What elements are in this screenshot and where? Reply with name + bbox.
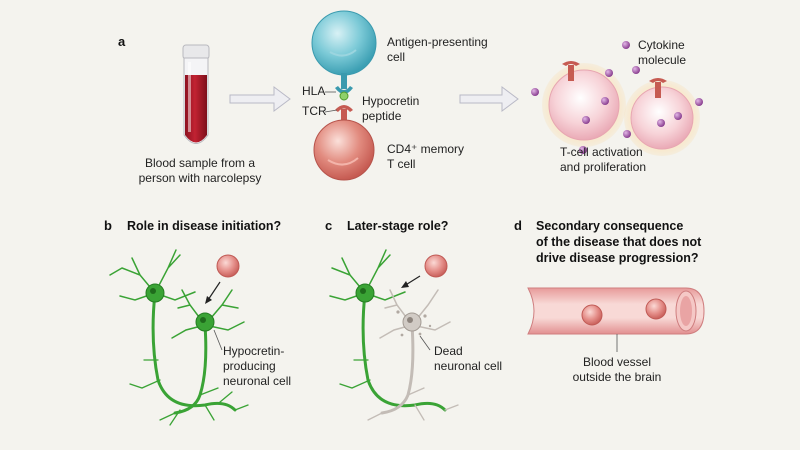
vessel-t-cell-2 [645, 298, 667, 320]
b-neuron-label-line-3: neuronal cell [223, 374, 292, 388]
activation-label: T-cell activation and proliferation [560, 145, 646, 175]
activated-t-cell-2 [624, 78, 700, 156]
t-cell-panel-c [424, 254, 448, 278]
cell-debris [396, 310, 432, 337]
neuron-leader-c [419, 335, 431, 351]
peptide-label-line-1: Hypocretin [362, 94, 420, 108]
blood-sample-caption: Blood sample from a person with narcolep… [120, 156, 280, 186]
antigen-presenting-cell [311, 10, 377, 94]
panel-a-letter: a [118, 34, 126, 49]
panel-b-letter: b [104, 218, 112, 233]
neuron-network-c [329, 249, 459, 421]
c-neuron-label-line-2: neuronal cell [434, 359, 503, 373]
blood-sample-tube [182, 44, 210, 144]
neuron-leader-b [213, 329, 223, 351]
panel-b-title: Role in disease initiation? [127, 219, 282, 233]
panel-c-neuron-label: Dead neuronal cell [434, 344, 502, 374]
process-arrow-2 [459, 86, 519, 112]
blood-vessel [527, 287, 705, 335]
blood-caption-line-1: Blood sample from a [144, 156, 256, 170]
vessel-t-cell-1 [581, 304, 603, 326]
live-neuron-network [109, 249, 249, 426]
b-neuron-label-line-1: Hypocretin- [223, 344, 285, 358]
d-title-line-2: of the disease that does not [536, 235, 702, 249]
apc-label-line-2: cell [387, 50, 406, 64]
activation-label-line-2: and proliferation [560, 160, 647, 174]
arrow-panel-b [207, 281, 221, 301]
tcr-leader [324, 109, 338, 113]
tcell-label-line-2: T cell [387, 157, 416, 171]
panel-d-letter: d [514, 218, 522, 233]
tcell-label: CD4⁺ memory T cell [387, 142, 464, 172]
c-neuron-label-line-1: Dead [434, 344, 463, 358]
vessel-label: Blood vessel outside the brain [557, 355, 677, 385]
hla-label: HLA [302, 84, 326, 98]
apc-label: Antigen-presenting cell [387, 35, 488, 65]
b-neuron-label-line-2: producing [223, 359, 276, 373]
d-title-line-3: drive disease progression? [536, 251, 699, 265]
blood-caption-line-2: person with narcolepsy [138, 171, 262, 185]
cytokine-label: Cytokine molecule [638, 38, 686, 68]
nucleus-c [360, 288, 366, 294]
peptide-label: Hypocretin peptide [362, 94, 419, 124]
t-cell-panel-b [216, 254, 240, 278]
activated-t-cell-1 [542, 61, 626, 147]
t-cell-receptor [335, 105, 353, 125]
cytokine-label-line-1: Cytokine [638, 38, 685, 52]
cytokine-label-line-2: molecule [638, 53, 687, 67]
tcell-label-line-1: CD4⁺ memory [387, 142, 465, 156]
activation-label-line-1: T-cell activation [560, 145, 643, 159]
tcr-label: TCR [302, 104, 327, 118]
panel-c-title: Later-stage role? [347, 219, 449, 233]
d-title-line-1: Secondary consequence [536, 219, 684, 233]
arrowhead-panel-c [401, 281, 409, 288]
cd4-memory-t-cell [313, 119, 375, 181]
nucleus-2 [200, 317, 206, 323]
panel-b-neuron-label: Hypocretin- producing neuronal cell [223, 344, 291, 389]
apc-label-line-1: Antigen-presenting [387, 35, 488, 49]
peptide-label-line-2: peptide [362, 109, 402, 123]
process-arrow-1 [229, 86, 291, 112]
dead-nucleus [407, 317, 413, 323]
vessel-label-line-1: Blood vessel [582, 355, 652, 369]
arrowhead-panel-b [205, 296, 212, 304]
panel-c-letter: c [325, 218, 333, 233]
vessel-label-line-2: outside the brain [572, 370, 662, 384]
panel-d-title: Secondary consequence of the disease tha… [536, 218, 701, 266]
cytokine-molecules [531, 41, 703, 154]
nucleus-1 [150, 288, 156, 294]
hypocretin-peptide [339, 91, 349, 101]
